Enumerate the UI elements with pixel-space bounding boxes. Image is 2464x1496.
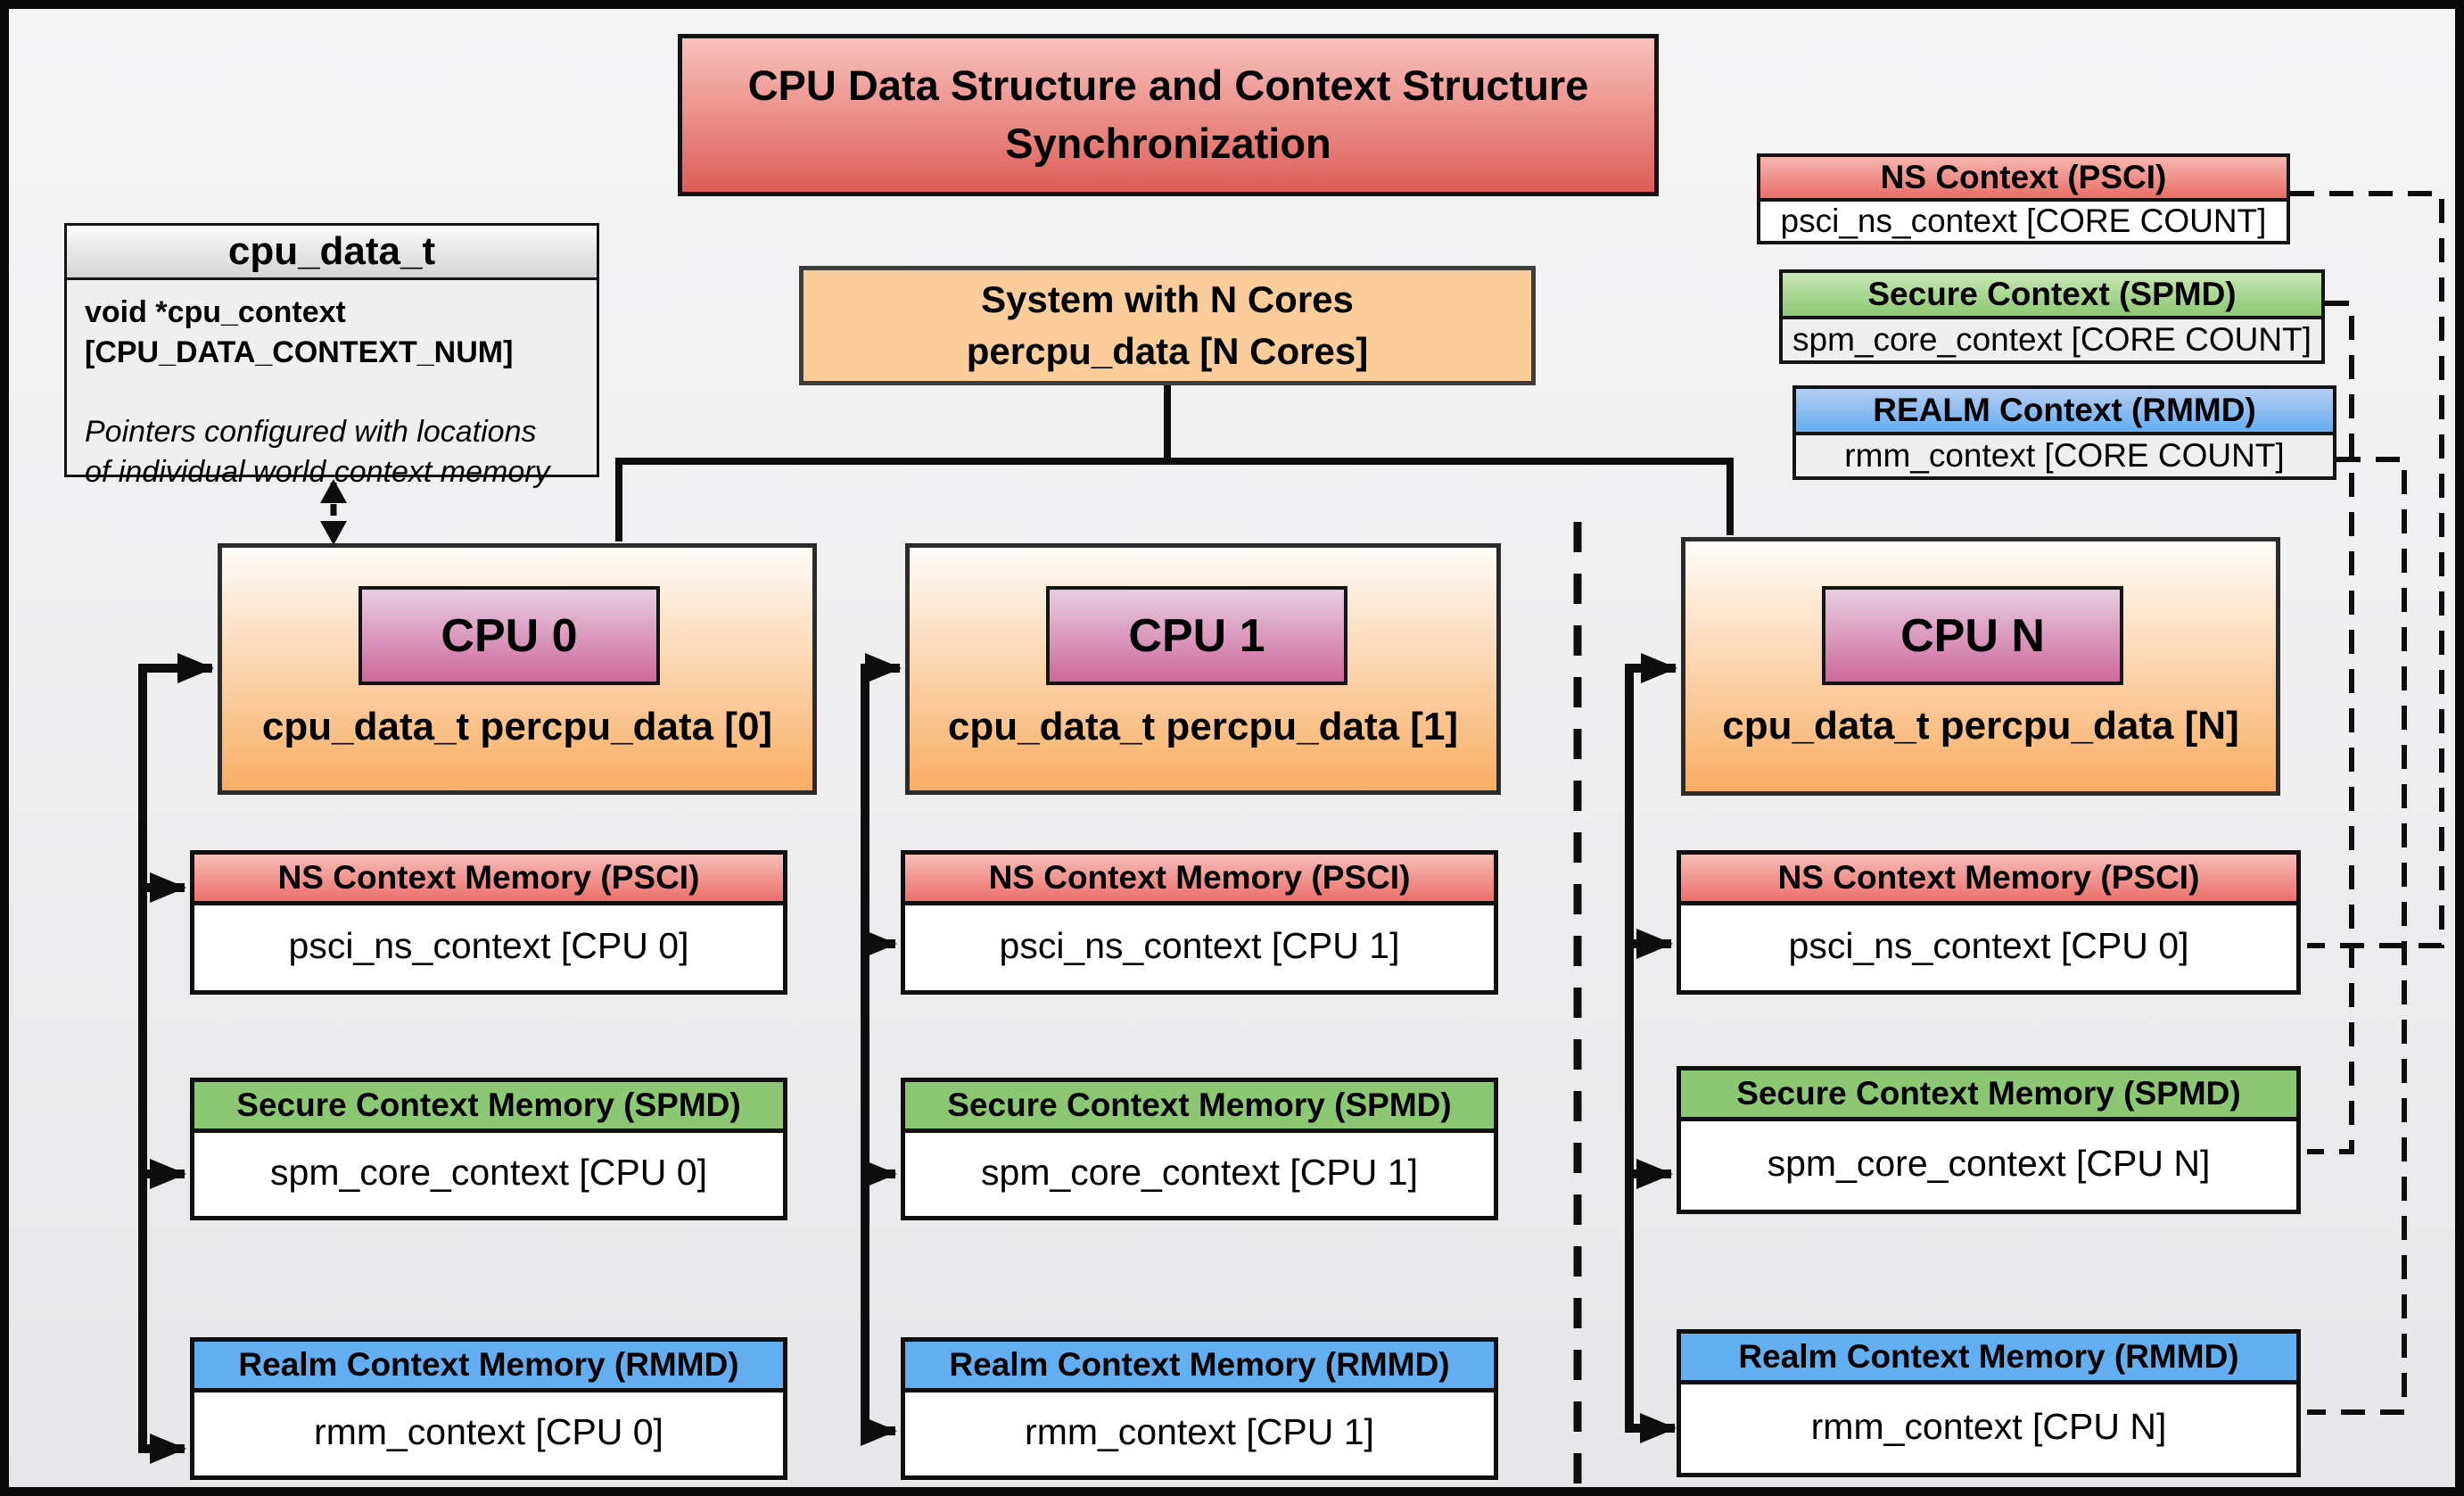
cpun-box: CPU N cpu_data_t percpu_data [N] [1681, 537, 2280, 796]
struct-field-line1: void *cpu_context [85, 295, 346, 329]
cpun-realm-body: rmm_context [CPU N] [1810, 1405, 2167, 1447]
legend-dashed-links [2290, 191, 2444, 1415]
legend-ns-body: psci_ns_context [CORE COUNT] [1760, 202, 2287, 241]
cpu1-realm-header: Realm Context Memory (RMMD) [905, 1342, 1494, 1393]
cpun-secure-header: Secure Context Memory (SPMD) [1681, 1070, 2296, 1121]
cpu-data-t-struct-box: cpu_data_t void *cpu_context [CPU_DATA_C… [64, 223, 599, 489]
legend-realm-box: REALM Context (RMMD) rmm_context [CORE C… [1792, 385, 2336, 480]
cpun-secure-body: spm_core_context [CPU N] [1767, 1142, 2211, 1184]
cpu1-pointer-arrows [861, 653, 902, 1446]
cpu0-realm-body: rmm_context [CPU 0] [314, 1410, 663, 1452]
cpu0-ns-header: NS Context Memory (PSCI) [194, 855, 783, 905]
realm-legend-link [2307, 457, 2407, 1415]
legend-ns-header: NS Context (PSCI) [1760, 157, 2287, 202]
cpu0-box: CPU 0 cpu_data_t percpu_data [0] [218, 543, 817, 795]
cpu1-secure-header: Secure Context Memory (SPMD) [905, 1082, 1494, 1133]
cpu0-secure-body: spm_core_context [CPU 0] [270, 1151, 707, 1193]
title-line2: Synchronization [1005, 120, 1331, 167]
cpun-ns-memory-box: NS Context Memory (PSCI) psci_ns_context… [1677, 850, 2301, 995]
struct-header: cpu_data_t [67, 226, 597, 280]
diagram-title: CPU Data Structure and Context Structure… [678, 34, 1659, 196]
struct-field-line2: [CPU_DATA_CONTEXT_NUM] [85, 335, 514, 369]
legend-realm-body: rmm_context [CORE COUNT] [1796, 435, 2333, 476]
cpun-pointer-arrows [1629, 653, 1677, 1443]
struct-body: void *cpu_context [CPU_DATA_CONTEXT_NUM]… [67, 280, 597, 492]
cpu1-data-label: cpu_data_t percpu_data [1] [947, 705, 1459, 748]
cpu1-secure-memory-box: Secure Context Memory (SPMD) spm_core_co… [901, 1078, 1498, 1220]
cpu1-label: CPU 1 [1046, 586, 1347, 685]
cpu0-secure-memory-box: Secure Context Memory (SPMD) spm_core_co… [190, 1078, 787, 1220]
system-box: System with N Cores percpu_data [N Cores… [799, 266, 1536, 385]
cpu0-label: CPU 0 [358, 586, 660, 685]
cpun-realm-memory-box: Realm Context Memory (RMMD) rmm_context … [1677, 1329, 2301, 1477]
cpu1-ns-header: NS Context Memory (PSCI) [905, 855, 1494, 905]
legend-secure-body: spm_core_context [CORE COUNT] [1783, 319, 2321, 360]
cpu1-ns-memory-box: NS Context Memory (PSCI) psci_ns_context… [901, 850, 1498, 995]
system-line2: percpu_data [N Cores] [966, 330, 1369, 372]
cpu0-data-label: cpu_data_t percpu_data [0] [261, 705, 773, 748]
cpu0-realm-header: Realm Context Memory (RMMD) [194, 1342, 783, 1393]
legend-secure-box: Secure Context (SPMD) spm_core_context [… [1779, 269, 2325, 364]
system-tree-lines [615, 384, 1734, 541]
cpu1-ns-body: psci_ns_context [CPU 1] [999, 924, 1400, 966]
system-line1: System with N Cores [981, 278, 1354, 321]
legend-ns-box: NS Context (PSCI) psci_ns_context [CORE … [1757, 153, 2290, 244]
struct-note-line2: of individual world context memory [85, 454, 550, 489]
cpu0-pointer-arrows [143, 653, 214, 1464]
cpun-label: CPU N [1822, 586, 2123, 685]
cpun-data-label: cpu_data_t percpu_data [N] [1722, 704, 2239, 748]
cpun-ns-body: psci_ns_context [CPU 0] [1788, 924, 2189, 966]
cpun-ns-header: NS Context Memory (PSCI) [1681, 855, 2296, 905]
cpu1-realm-body: rmm_context [CPU 1] [1025, 1410, 1374, 1452]
cpun-secure-memory-box: Secure Context Memory (SPMD) spm_core_co… [1677, 1066, 2301, 1214]
cpu1-secure-body: spm_core_context [CPU 1] [981, 1151, 1418, 1193]
title-line1: CPU Data Structure and Context Structure [747, 62, 1589, 110]
cpun-realm-header: Realm Context Memory (RMMD) [1681, 1334, 2296, 1384]
cpu0-realm-memory-box: Realm Context Memory (RMMD) rmm_context … [190, 1337, 787, 1480]
cpu0-secure-header: Secure Context Memory (SPMD) [194, 1082, 783, 1133]
legend-secure-header: Secure Context (SPMD) [1783, 273, 2321, 319]
struct-note-line1: Pointers configured with locations [85, 414, 537, 449]
cpu1-realm-memory-box: Realm Context Memory (RMMD) rmm_context … [901, 1337, 1498, 1480]
cpu0-ns-body: psci_ns_context [CPU 0] [288, 924, 689, 966]
cpu1-box: CPU 1 cpu_data_t percpu_data [1] [905, 543, 1501, 795]
legend-realm-header: REALM Context (RMMD) [1796, 389, 2333, 435]
cpu0-ns-memory-box: NS Context Memory (PSCI) psci_ns_context… [190, 850, 787, 995]
